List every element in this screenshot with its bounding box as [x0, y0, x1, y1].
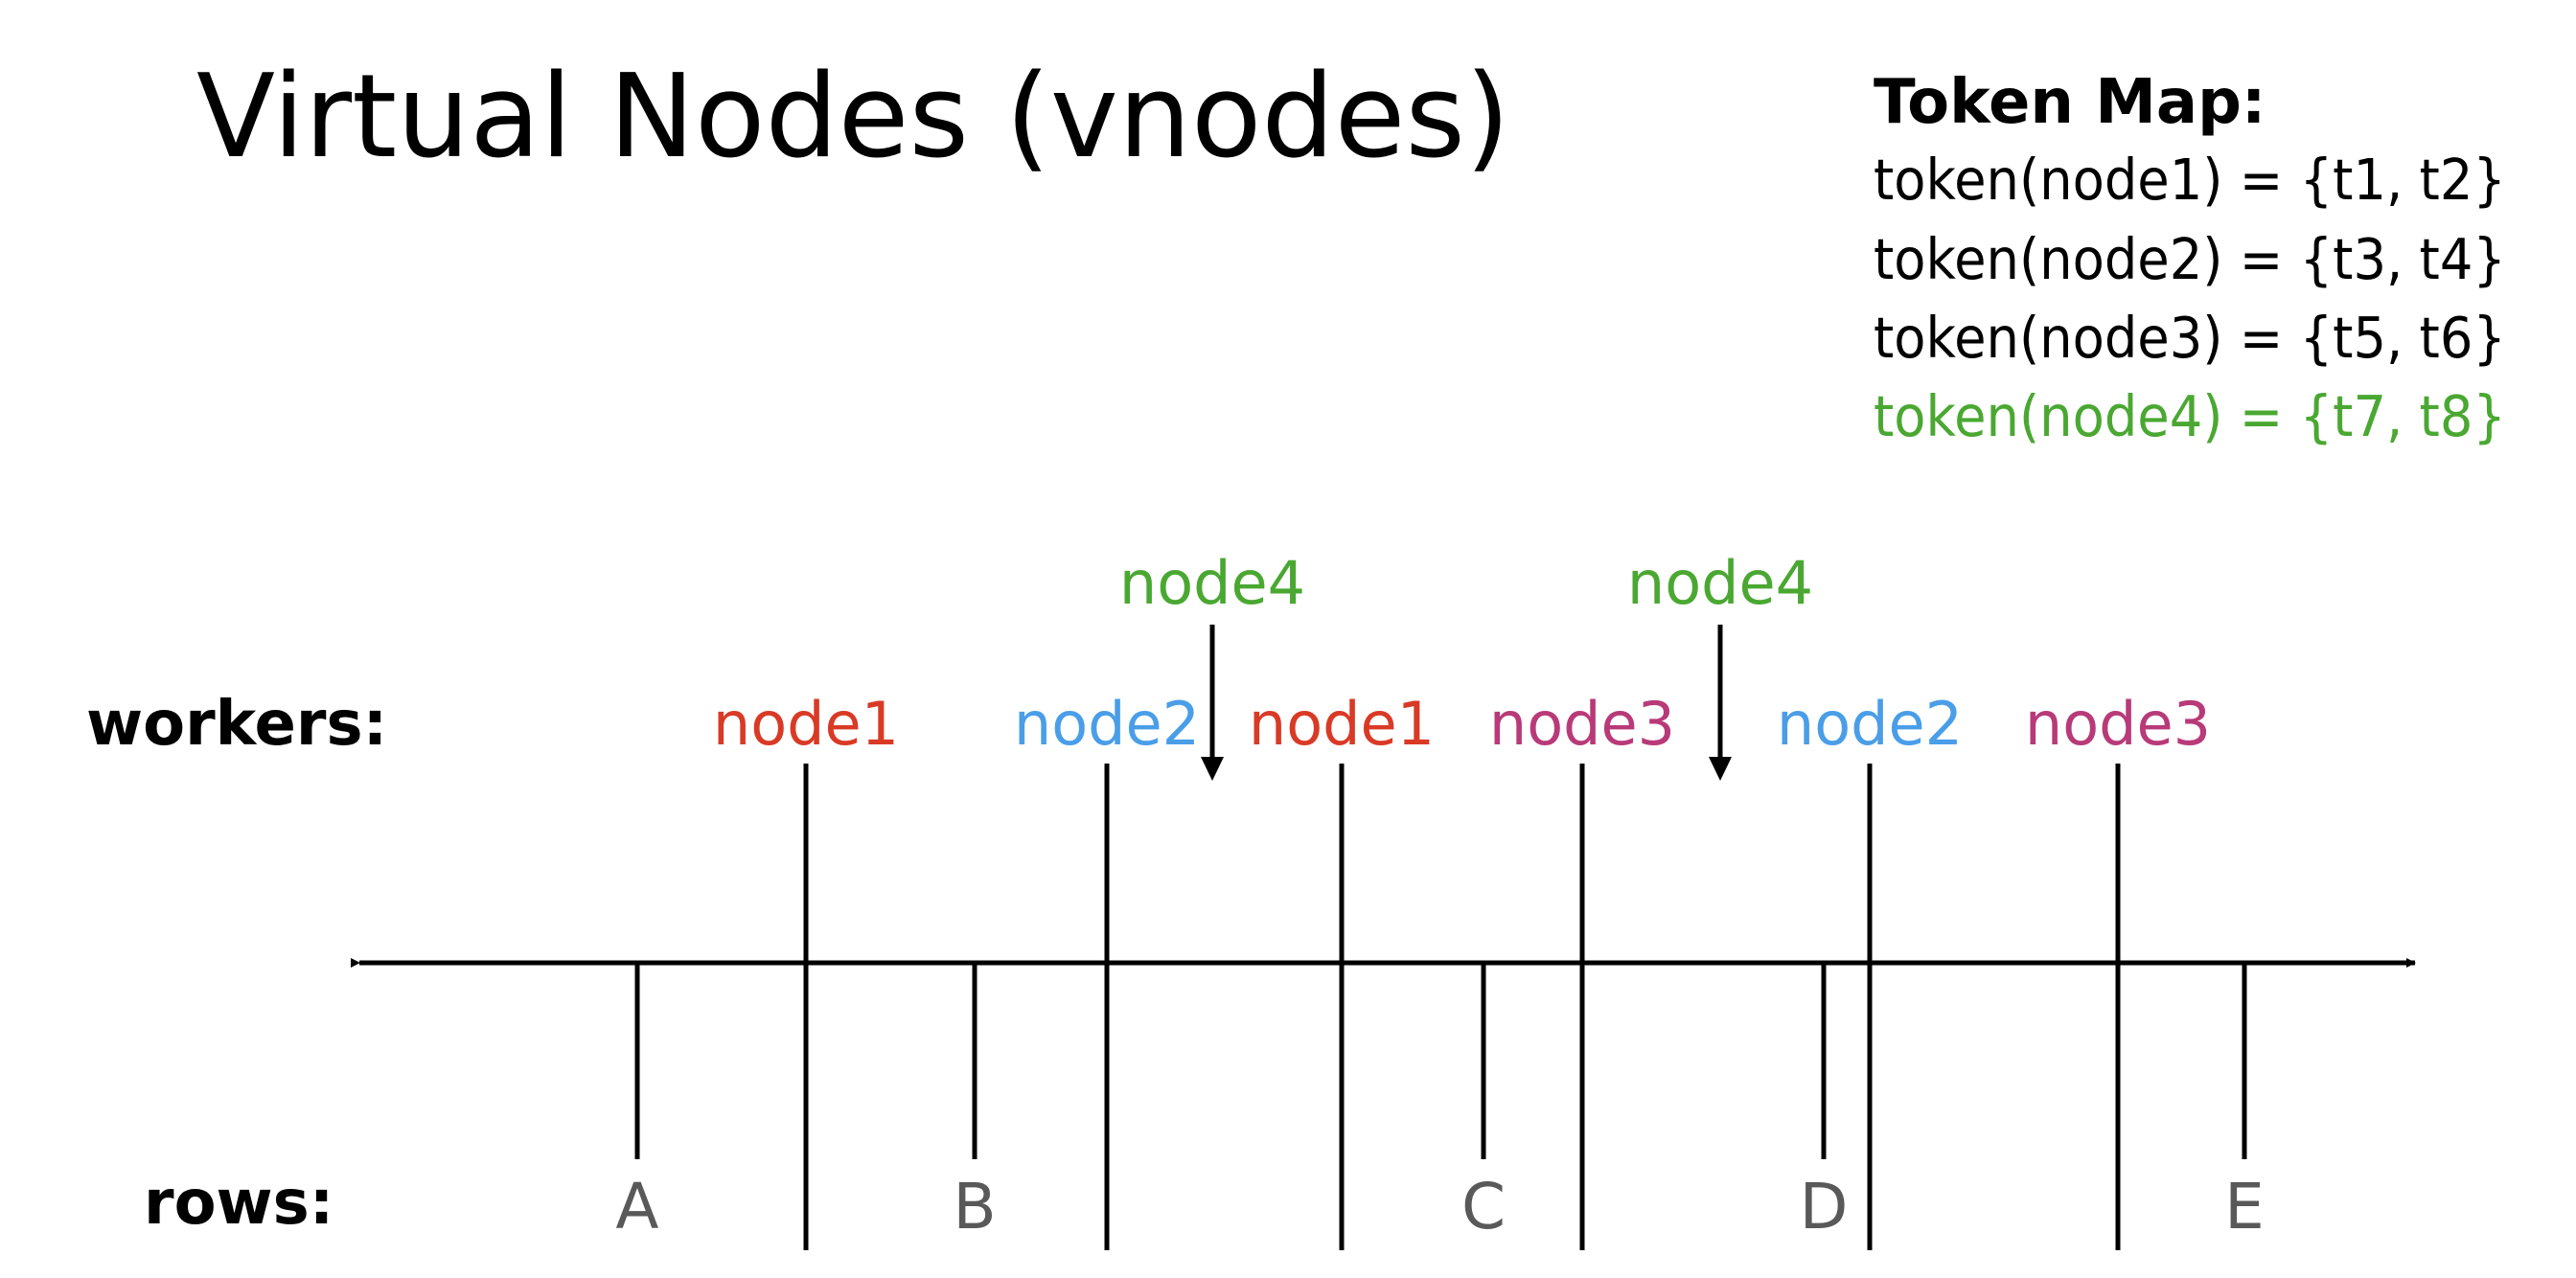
rows-label: rows: — [144, 1168, 334, 1239]
worker-token-node1: node1 — [1249, 689, 1435, 1250]
worker-label: node1 — [713, 689, 899, 759]
new-node-label: node4 — [1119, 548, 1305, 618]
page-title: Virtual Nodes (vnodes) — [196, 51, 1510, 184]
new-node-insert: node4 — [1627, 548, 1813, 781]
new-node-arrow-head — [1709, 757, 1732, 781]
new-node-insert: node4 — [1119, 548, 1305, 781]
row-label: E — [2224, 1170, 2265, 1244]
row-E: E — [2224, 963, 2265, 1244]
row-label: C — [1461, 1170, 1506, 1244]
worker-label: node3 — [2025, 689, 2211, 759]
token-map-entry: token(node1) = {t1, t2} — [1874, 147, 2506, 213]
token-map-entry: token(node4) = {t7, t8} — [1874, 383, 2506, 449]
workers-label: workers: — [86, 689, 387, 760]
worker-label: node2 — [1777, 689, 1963, 759]
token-map-entry: token(node3) = {t5, t6} — [1874, 305, 2506, 371]
new-node-label: node4 — [1627, 548, 1813, 618]
row-A: A — [615, 963, 659, 1244]
row-label: A — [615, 1170, 658, 1244]
row-D: D — [1800, 963, 1849, 1244]
worker-token-node1: node1 — [713, 689, 899, 1250]
worker-token-node3: node3 — [2025, 689, 2211, 1250]
worker-token-node2: node2 — [1777, 689, 1963, 1250]
worker-token-node2: node2 — [1014, 689, 1200, 1250]
row-B: B — [953, 963, 997, 1244]
worker-label: node2 — [1014, 689, 1200, 759]
row-label: B — [953, 1170, 996, 1244]
worker-label: node1 — [1249, 689, 1435, 759]
worker-label: node3 — [1489, 689, 1675, 759]
row-label: D — [1800, 1170, 1849, 1244]
token-map-entry: token(node2) = {t3, t4} — [1874, 226, 2506, 292]
token-map: Token Map: token(node1) = {t1, t2} token… — [1874, 67, 2506, 449]
row-C: C — [1461, 963, 1506, 1244]
token-map-heading: Token Map: — [1874, 67, 2266, 138]
new-node-arrow-head — [1201, 757, 1224, 781]
worker-token-node3: node3 — [1489, 689, 1675, 1250]
